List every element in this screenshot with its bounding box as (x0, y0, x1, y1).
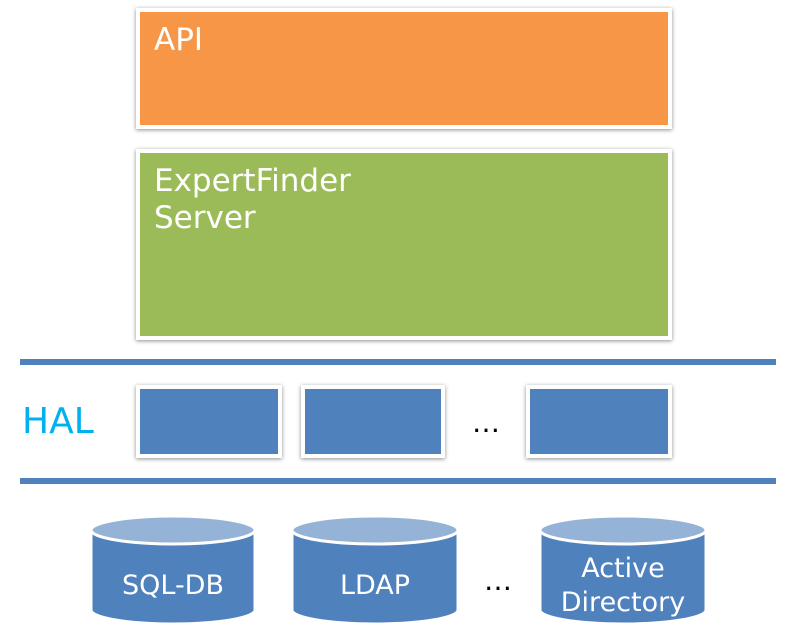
hal-bottom-divider (20, 478, 776, 484)
api-layer-label: API (154, 22, 204, 58)
expertfinder-server-layer: ExpertFinder Server (136, 149, 672, 340)
database-cylinder-icon (290, 514, 460, 626)
datastore-ellipsis: … (484, 564, 512, 597)
hal-adapter-block (526, 385, 672, 458)
database-cylinder-icon (538, 514, 708, 626)
datastore-ldap-label: LDAP (339, 570, 411, 601)
database-cylinder-icon (89, 514, 257, 626)
api-layer: API (136, 8, 672, 129)
hal-ellipsis: … (472, 406, 500, 439)
hal-adapter-block (301, 385, 445, 458)
hal-top-divider (20, 359, 776, 365)
datastore-sql-db: SQL-DB (87, 514, 259, 628)
datastore-sql-db-label: SQL-DB (121, 570, 224, 601)
server-layer-label: ExpertFinder Server (154, 163, 351, 236)
datastore-ldap: LDAP (288, 514, 462, 628)
hal-adapter-block (136, 385, 282, 458)
datastore-active-directory: Active Directory (536, 514, 710, 628)
hal-label: HAL (22, 401, 94, 442)
datastore-active-directory-label: Active Directory (560, 553, 686, 618)
